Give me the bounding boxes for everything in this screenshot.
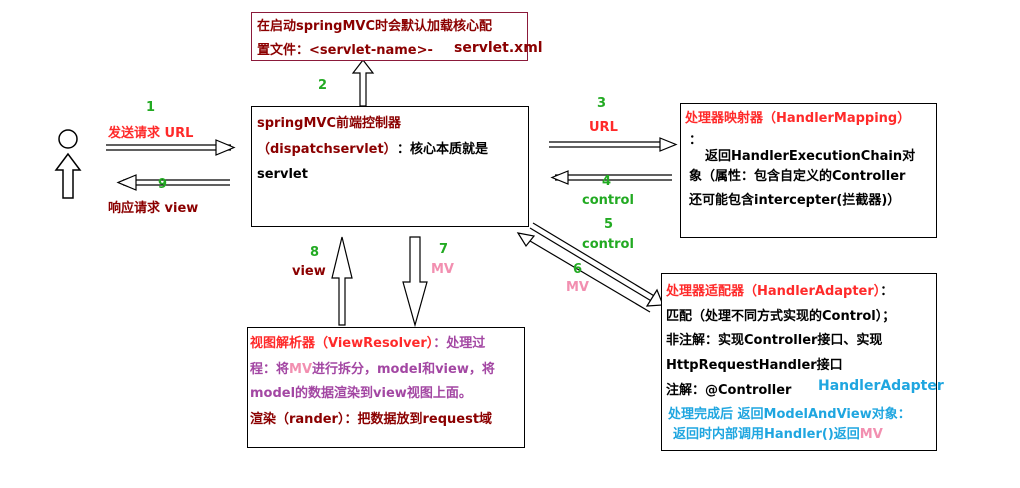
step-1-label: 发送请求 URL [108,126,194,141]
step-6-number: 6 [573,262,583,277]
arrow-request [106,139,236,156]
arrow-control-to-adapter [529,222,664,307]
handler-adapter-box: 处理器适配器（HandlerAdapter）： 匹配（处理不同方式实现的Cont… [661,273,937,451]
view-resolver-line2-b: 进行拆分，model和view，将 [312,362,495,377]
dispatcher-servlet: servlet [257,167,308,182]
step-4-label: control [582,193,634,208]
handler-adapter-title: 处理器适配器（HandlerAdapter） [666,284,881,299]
handler-adapter-line7: 返回时内部调用Handler()返回MV [673,423,883,447]
step-3-label: URL [589,120,618,135]
arrow-load-config [351,59,375,107]
dispatcher-box: springMVC前端控制器 （dispatchservlet） ：核心本质就是… [251,106,529,227]
dispatcher-title: springMVC前端控制器 [257,116,402,131]
config-note-line1: 在启动springMVC时会默认加载核心配 [257,19,493,34]
step-8-label: view [292,264,326,279]
arrow-url-to-mapping [549,137,678,152]
step-9-label: 响应请求 view [108,201,199,216]
handler-adapter-title-tail: ： [880,284,894,299]
step-1-number: 1 [146,100,156,115]
view-resolver-mv: MV [289,362,313,377]
config-note-line2: 置文件：<servlet-name>- [257,43,433,58]
arrow-view-up [331,236,353,326]
handler-adapter-line4: HttpRequestHandler接口 [666,358,843,373]
config-note-box: 在启动springMVC时会默认加载核心配 置文件：<servlet-name>… [251,12,528,61]
step-7-number: 7 [439,242,449,257]
arrow-mv-down [402,236,428,328]
view-resolver-line4: 渲染（rander）：把数据放到request域 [250,412,493,427]
handler-adapter-mv: MV [859,427,883,442]
handler-adapter-line5: 注解：@Controller [666,383,792,398]
step-5-number: 5 [604,217,614,232]
view-resolver-line2-a: 程：将 [250,362,290,377]
view-resolver-line2: 程：将MV进行拆分，model和view，将 [250,358,495,382]
view-resolver-box: 视图解析器（ViewResolver）：处理过 程：将MV进行拆分，model和… [247,327,525,448]
arrow-control-back [550,170,672,185]
handler-adapter-line3: 非注解：实现Controller接口、实现 [666,333,883,348]
handler-mapping-title: 处理器映射器（HandlerMapping） [685,111,911,126]
handler-adapter-title-row: 处理器适配器（HandlerAdapter）： [666,280,893,304]
step-5-label: control [582,237,634,252]
arrow-response [116,174,230,191]
arrow-mv-back [516,232,651,313]
view-resolver-title: 视图解析器（ViewResolver） [250,336,434,351]
view-resolver-line3: model的数据渲染到view视图上面。 [250,386,472,401]
handler-mapping-colon: ： [689,133,703,148]
handler-adapter-line7-a: 返回时内部调用Handler()返回 [673,427,860,442]
handler-mapping-box: 处理器映射器（HandlerMapping） ： 返回HandlerExecut… [680,103,937,238]
dispatcher-subtitle: （dispatchservlet） [257,142,397,157]
step-8-number: 8 [310,245,320,260]
step-4-number: 4 [602,174,612,189]
handler-adapter-line6: 处理完成后 返回ModelAndView对象： [668,407,911,422]
step-2-number: 2 [318,78,328,93]
handler-mapping-line2: 返回HandlerExecutionChain对 [705,149,916,164]
step-9-number: 9 [158,177,168,192]
user-icon [54,129,82,199]
handler-mapping-line3: 象（属性：包含自定义的Controller [689,169,906,184]
view-resolver-title-tail: ：处理过 [433,336,486,351]
step-7-label: MV [431,262,454,277]
view-resolver-title-row: 视图解析器（ViewResolver）：处理过 [250,332,485,356]
handler-adapter-line2: 匹配（处理不同方式实现的Control）； [666,309,896,324]
step-3-number: 3 [597,96,607,111]
handler-adapter-tag: HandlerAdapter [818,378,944,394]
dispatcher-note: ：核心本质就是 [397,142,489,157]
config-note-suffix: servlet.xml [454,40,543,56]
handler-mapping-line4: 还可能包含intercepter(拦截器)） [689,193,901,208]
step-6-label: MV [566,280,589,295]
